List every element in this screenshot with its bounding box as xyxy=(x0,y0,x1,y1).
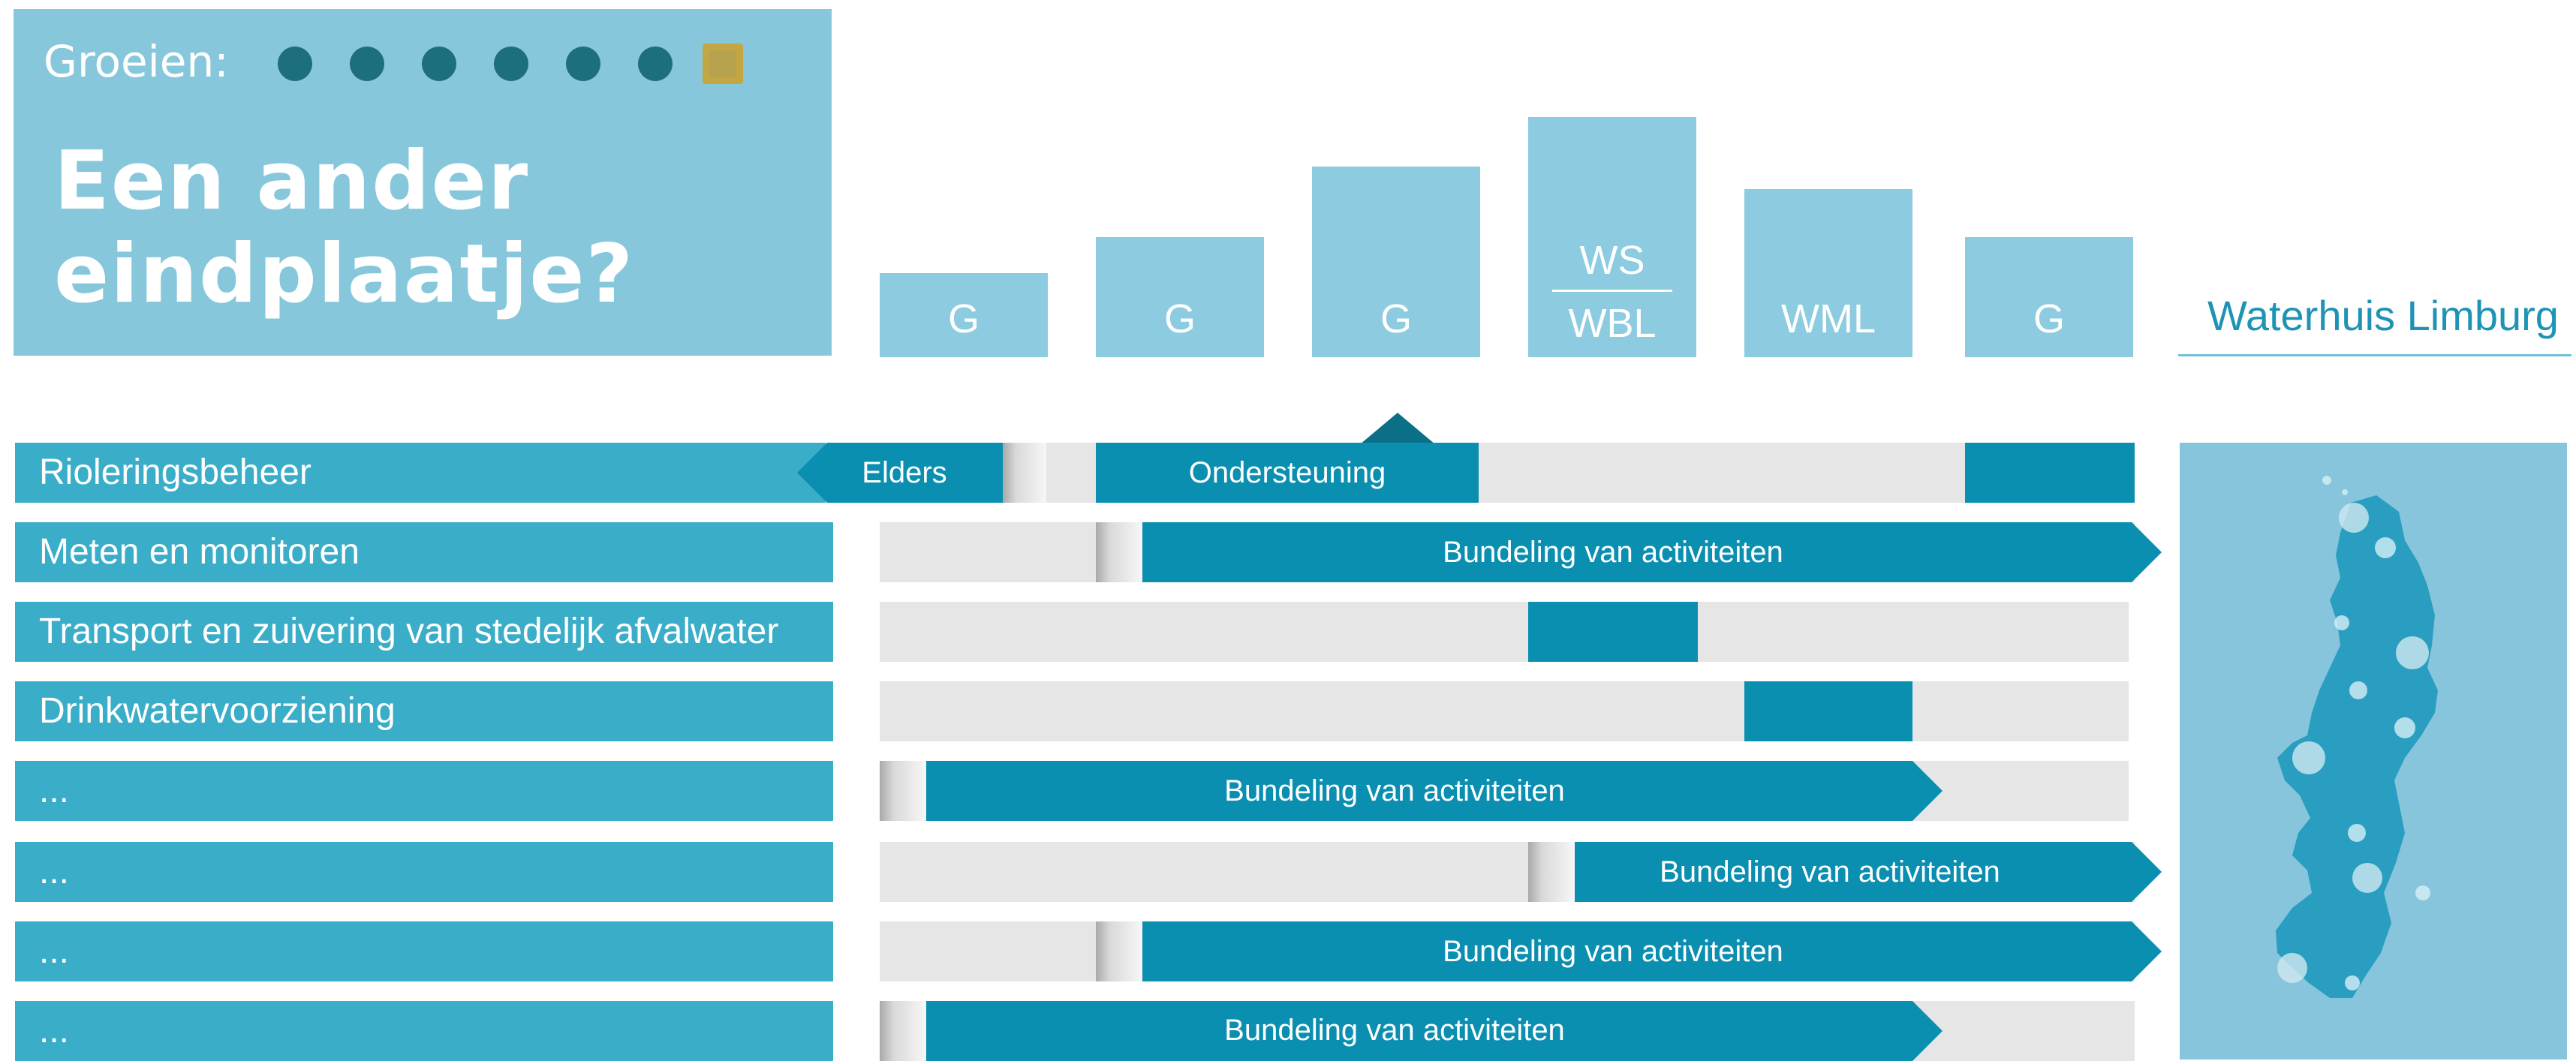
growth-step-dot-active xyxy=(703,44,743,84)
row-notch xyxy=(1096,921,1142,981)
elders-label: Elders xyxy=(862,456,947,489)
growth-step-dot xyxy=(278,47,312,81)
bundeling-label: Bundeling van activiteiten xyxy=(1224,1014,1565,1047)
organisation-underline xyxy=(2178,354,2571,356)
column-header-divider xyxy=(1552,290,1672,292)
elders-arrow xyxy=(797,443,1003,503)
growth-step-dot xyxy=(350,47,384,81)
row-segment xyxy=(1965,443,2135,503)
growth-step-dot xyxy=(566,47,600,81)
bundeling-arrow xyxy=(1096,921,2162,981)
column-header-ws: WS xyxy=(1579,238,1645,283)
row-notch xyxy=(880,761,926,821)
growth-step-dot xyxy=(638,47,673,81)
bundeling-label: Bundeling van activiteiten xyxy=(1443,935,1783,968)
row-segment xyxy=(1528,602,1698,662)
column-header-ws-wbl: WS WBL xyxy=(1528,117,1696,357)
row-label-rioleringsbeheer: Rioleringsbeheer xyxy=(15,443,833,503)
row-notch xyxy=(1096,522,1142,582)
row-label-8: ... xyxy=(15,1001,833,1061)
row-notch xyxy=(1003,443,1046,503)
column-header-g-3: G xyxy=(1312,167,1480,357)
row-notch xyxy=(1528,842,1575,902)
row-label-drinkwatervoorziening: Drinkwatervoorziening xyxy=(15,681,833,741)
page-title-line-1: Een ander xyxy=(54,134,530,228)
growth-step-dot xyxy=(422,47,456,81)
bundeling-arrow xyxy=(880,761,1943,821)
bundeling-arrow xyxy=(880,1001,1943,1061)
limburg-map-image xyxy=(2276,476,2438,998)
bundeling-label: Bundeling van activiteiten xyxy=(1660,855,2000,888)
page-title-line-2: eindplaatje? xyxy=(54,227,635,321)
row-label-7: ... xyxy=(15,921,833,981)
organisation-label: Waterhuis Limburg xyxy=(2207,292,2559,339)
column-header-g-1: G xyxy=(880,273,1048,357)
column-header-g-4: G xyxy=(1965,237,2133,357)
row-label-transport-en-zuivering: Transport en zuivering van stedelijk afv… xyxy=(15,602,833,662)
bundeling-label: Bundeling van activiteiten xyxy=(1443,536,1783,569)
growth-steps xyxy=(278,44,758,84)
growth-label: Groeien: xyxy=(44,36,229,87)
growth-step-dot xyxy=(494,47,528,81)
row-label-6: ... xyxy=(15,842,833,902)
row-track xyxy=(880,602,2129,662)
bundeling-arrow xyxy=(1096,522,2162,582)
column-pointer xyxy=(1360,413,1435,444)
row-notch xyxy=(880,1001,926,1061)
column-header-g-2: G xyxy=(1096,237,1264,357)
ondersteuning-bar: Ondersteuning xyxy=(1096,443,1479,503)
row-label-meten-en-monitoren: Meten en monitoren xyxy=(15,522,833,582)
row-label-5: ... xyxy=(15,761,833,821)
page-title: Een ander eindplaatje? xyxy=(54,135,730,321)
bundeling-label: Bundeling van activiteiten xyxy=(1224,774,1565,807)
column-header-wbl: WBL xyxy=(1568,301,1657,346)
row-track xyxy=(880,681,2129,741)
row-segment xyxy=(1744,681,1912,741)
bundeling-arrow xyxy=(1528,842,2162,902)
column-header-wml: WML xyxy=(1744,189,1912,357)
